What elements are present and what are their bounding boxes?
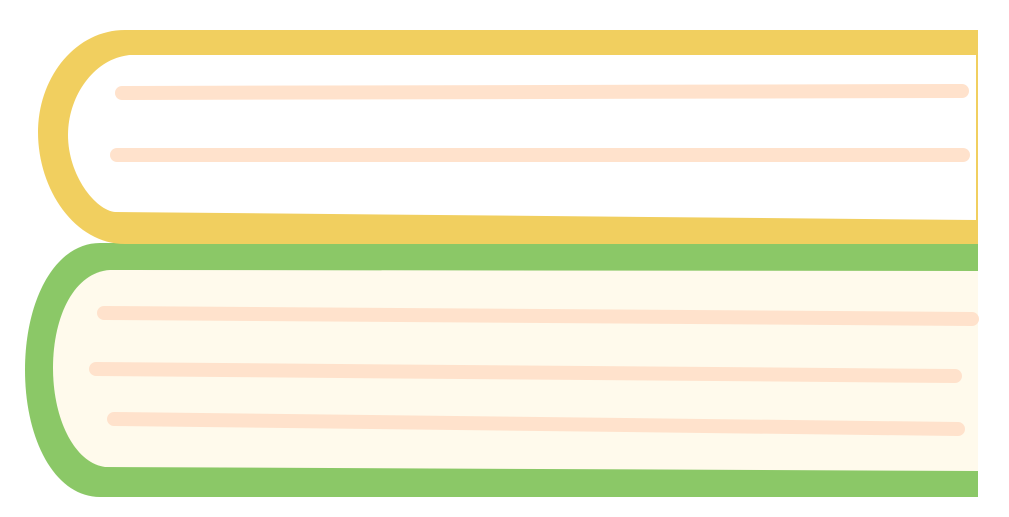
page-line (115, 84, 969, 100)
top-book-pages (68, 55, 976, 220)
bottom-book-page-lines (89, 306, 979, 436)
bottom-book (25, 243, 979, 497)
page-line (107, 412, 965, 436)
page-line (97, 306, 979, 326)
page-line (89, 362, 962, 383)
top-book-page-lines (110, 84, 970, 162)
top-book (38, 30, 978, 244)
